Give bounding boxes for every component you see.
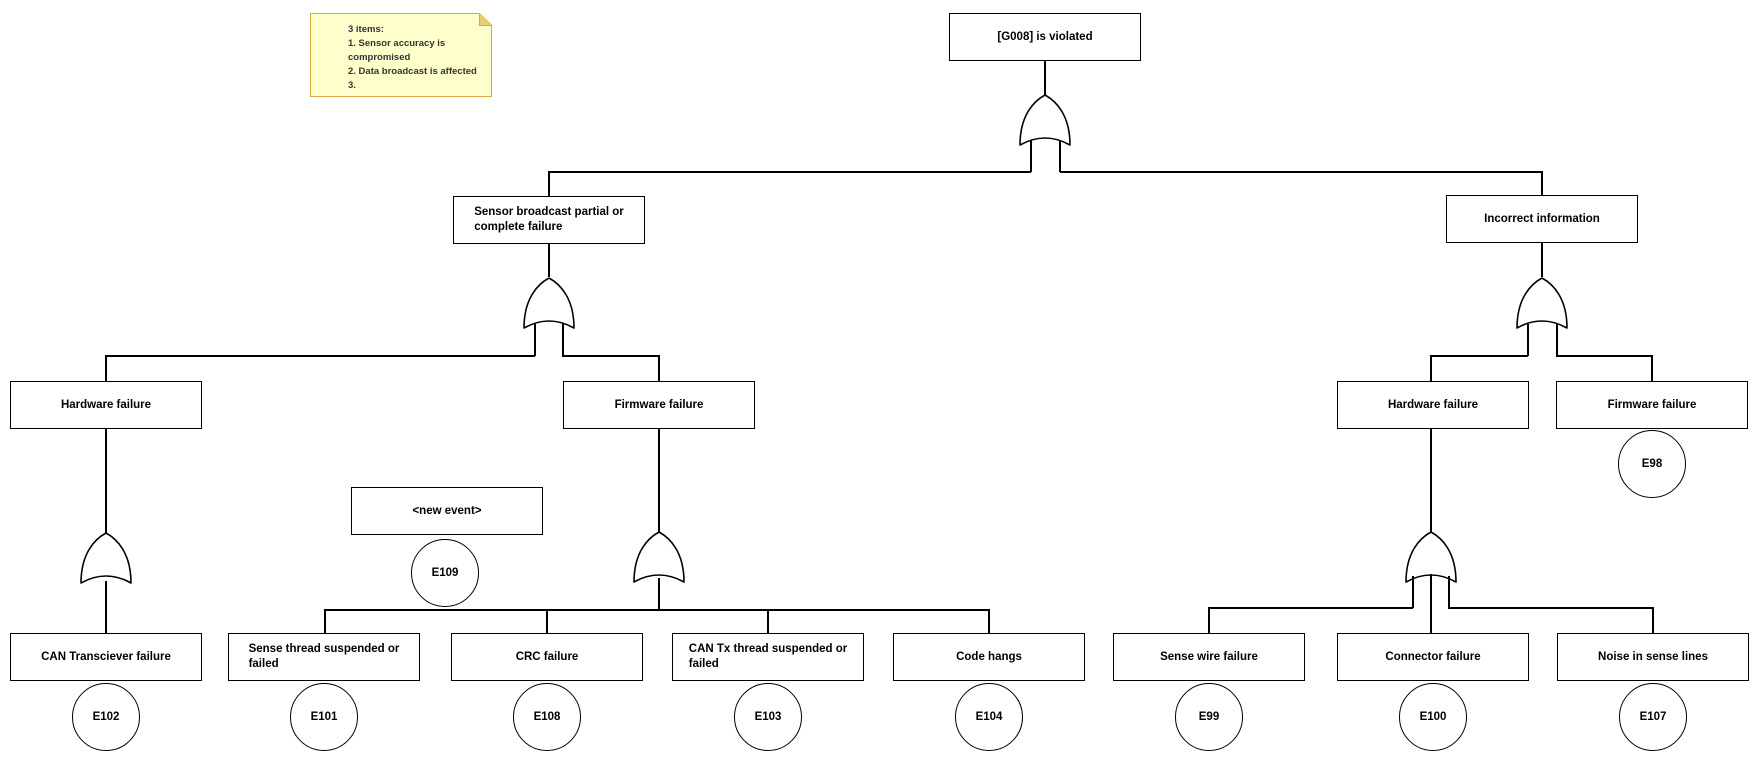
connector-line (548, 171, 1031, 173)
event-circle-e108[interactable]: E108 (513, 683, 581, 751)
connector-line (1030, 140, 1032, 172)
node-label: Sense wire failure (1160, 650, 1258, 663)
connector-line (1541, 243, 1543, 277)
connector-line (1430, 574, 1432, 633)
node-label: <new event> (412, 504, 482, 517)
node-label: Code hangs (956, 650, 1022, 663)
node-sense-wire-failure[interactable]: Sense wire failure (1113, 633, 1305, 681)
connector-line (548, 244, 550, 277)
event-label: E103 (754, 711, 782, 723)
node-label: Firmware failure (1607, 398, 1697, 411)
node-label: [G008] is violated (997, 30, 1093, 43)
or-gate-hardware-left-icon[interactable] (78, 531, 134, 587)
event-circle-e103[interactable]: E103 (734, 683, 802, 751)
node-label: Incorrect information (1484, 212, 1600, 225)
node-label: Connector failure (1385, 650, 1481, 663)
event-circle-e104[interactable]: E104 (955, 683, 1023, 751)
node-crc-failure[interactable]: CRC failure (451, 633, 643, 681)
event-label: E107 (1639, 711, 1667, 723)
connector-line (324, 609, 326, 633)
connector-line (105, 355, 107, 381)
note-fold-icon (479, 13, 492, 26)
node-label: Hardware failure (1387, 398, 1479, 411)
event-circle-e100[interactable]: E100 (1399, 683, 1467, 751)
node-label: Noise in sense lines (1598, 650, 1708, 663)
sticky-note[interactable]: 3 items:1. Sensor accuracy is compromise… (310, 13, 492, 97)
node-label: Hardware failure (60, 398, 152, 411)
event-label: E99 (1198, 711, 1220, 723)
connector-line (562, 324, 564, 356)
connector-line (767, 609, 769, 633)
node-root-g008[interactable]: [G008] is violated (949, 13, 1141, 61)
event-circle-e98[interactable]: E98 (1618, 430, 1686, 498)
or-gate-sensor-icon[interactable] (521, 276, 577, 332)
node-label: CAN Transciever failure (41, 650, 171, 663)
connector-line (1556, 355, 1652, 357)
connector-line (105, 429, 107, 533)
connector-line (1412, 576, 1414, 608)
node-firmware-failure-right[interactable]: Firmware failure (1556, 381, 1748, 429)
event-circle-e99[interactable]: E99 (1175, 683, 1243, 751)
node-label: CRC failure (515, 650, 579, 663)
connector-line (1652, 607, 1654, 633)
connector-line (1541, 171, 1543, 196)
event-label: E104 (975, 711, 1003, 723)
event-circle-e101[interactable]: E101 (290, 683, 358, 751)
node-connector-failure[interactable]: Connector failure (1337, 633, 1529, 681)
or-gate-incorrect-icon[interactable] (1514, 276, 1570, 332)
node-hardware-failure-left[interactable]: Hardware failure (10, 381, 202, 429)
connector-line (105, 355, 535, 357)
event-circle-e102[interactable]: E102 (72, 683, 140, 751)
connector-line (1448, 607, 1654, 609)
event-label: E101 (310, 711, 338, 723)
node-incorrect-information[interactable]: Incorrect information (1446, 195, 1638, 243)
connector-line (105, 581, 107, 633)
connector-line (1430, 355, 1528, 357)
connector-line (1430, 429, 1432, 532)
event-circle-e109[interactable]: E109 (411, 539, 479, 607)
node-hardware-failure-right[interactable]: Hardware failure (1337, 381, 1529, 429)
connector-line (658, 429, 660, 532)
event-label: E109 (431, 567, 459, 579)
sticky-note-text: 3 items:1. Sensor accuracy is compromise… (348, 24, 477, 91)
event-label: E108 (533, 711, 561, 723)
connector-line (1208, 607, 1210, 633)
connector-line (1651, 355, 1653, 381)
connector-line (1527, 324, 1529, 356)
event-label: E100 (1419, 711, 1447, 723)
connector-line (1208, 607, 1413, 609)
connector-line (324, 609, 989, 611)
or-gate-firmware-left-icon[interactable] (631, 530, 687, 586)
connector-line (562, 355, 659, 357)
connector-line (1044, 61, 1046, 95)
connector-line (658, 355, 660, 381)
connector-line (1430, 355, 1432, 381)
connector-line (1448, 576, 1450, 608)
or-gate-root-icon[interactable] (1017, 93, 1073, 149)
node-new-event[interactable]: <new event> (351, 487, 543, 535)
connector-line (1059, 140, 1061, 172)
connector-line (548, 171, 550, 197)
connector-line (1556, 324, 1558, 356)
event-label: E102 (92, 711, 120, 723)
connector-line (534, 324, 536, 356)
node-code-hangs[interactable]: Code hangs (893, 633, 1085, 681)
connector-line (546, 609, 548, 633)
connector-line (1060, 171, 1542, 173)
connector-line (988, 609, 990, 633)
node-label: Firmware failure (614, 398, 704, 411)
event-circle-e107[interactable]: E107 (1619, 683, 1687, 751)
connector-line (658, 578, 660, 609)
event-label: E98 (1641, 458, 1663, 470)
node-noise-in-sense-lines[interactable]: Noise in sense lines (1557, 633, 1749, 681)
node-can-transciever-failure[interactable]: CAN Transciever failure (10, 633, 202, 681)
node-firmware-failure-left[interactable]: Firmware failure (563, 381, 755, 429)
